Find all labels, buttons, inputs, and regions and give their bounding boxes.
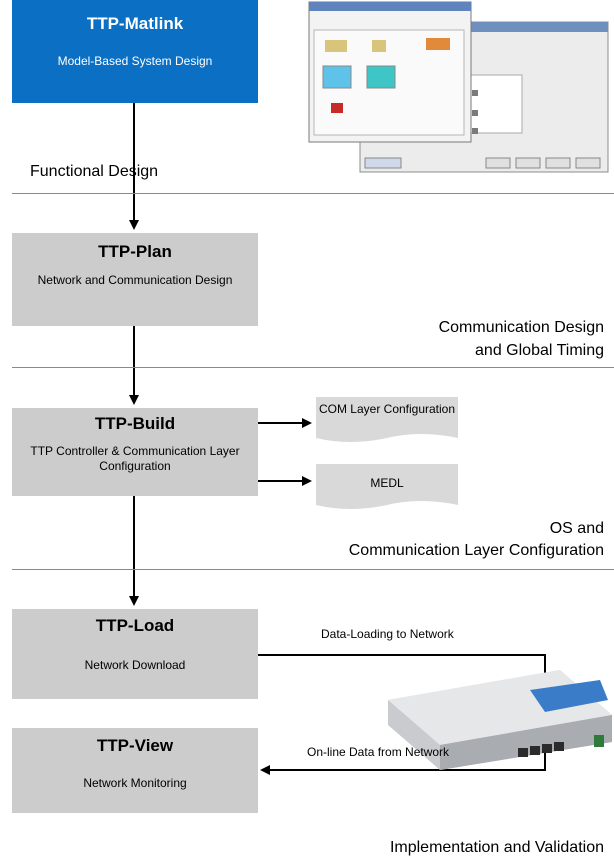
com-layer-document-label: COM Layer Configuration [318, 402, 456, 416]
com-layer-document-shape [316, 397, 458, 442]
phase-label-functional: Functional Design [30, 163, 159, 180]
tool-box-build: TTP-Build TTP Controller & Communication… [12, 408, 258, 496]
build-title: TTP-Build [94, 414, 176, 433]
flow-label-download: Data-Loading to Network [321, 627, 454, 641]
flow-label-monitor: On-line Data from Network [307, 745, 450, 759]
phase-label-os-2: Communication Layer Configuration [348, 542, 604, 559]
plan-title: TTP-Plan [98, 242, 172, 261]
phase-label-communication-2: and Global Timing [475, 342, 604, 359]
arrow-load-to-network [258, 654, 550, 686]
view-title: TTP-View [96, 736, 174, 755]
view-subtitle: Network Monitoring [83, 776, 187, 790]
matlink-title: TTP-Matlink [86, 14, 184, 33]
tool-box-view: TTP-View Network Monitoring [12, 728, 258, 813]
phase-label-implementation: Implementation and Validation [389, 839, 604, 856]
load-subtitle: Network Download [84, 658, 186, 672]
software-screenshot-illustration [308, 1, 609, 173]
load-title: TTP-Load [95, 616, 175, 635]
arrow-network-to-view [260, 745, 546, 775]
tool-box-plan: TTP-Plan Network and Communication Desig… [12, 233, 258, 326]
phase-divider [12, 569, 614, 570]
build-subtitle: TTP Controller & Communication Layer Con… [30, 444, 240, 473]
phase-divider [12, 367, 614, 368]
plan-subtitle: Network and Communication Design [37, 273, 233, 287]
phase-label-communication-1: Communication Design [438, 319, 604, 336]
tool-box-load: TTP-Load Network Download [12, 609, 258, 699]
phase-divider [12, 193, 614, 194]
medl-document-shape [316, 464, 458, 509]
network-device-illustration [388, 670, 612, 770]
matlink-subtitle: Model-Based System Design [57, 54, 213, 68]
medl-document-label: MEDL [370, 476, 404, 490]
tool-box-matlink: TTP-Matlink Model-Based System Design [12, 0, 258, 103]
phase-label-os-1: OS and [549, 520, 604, 537]
